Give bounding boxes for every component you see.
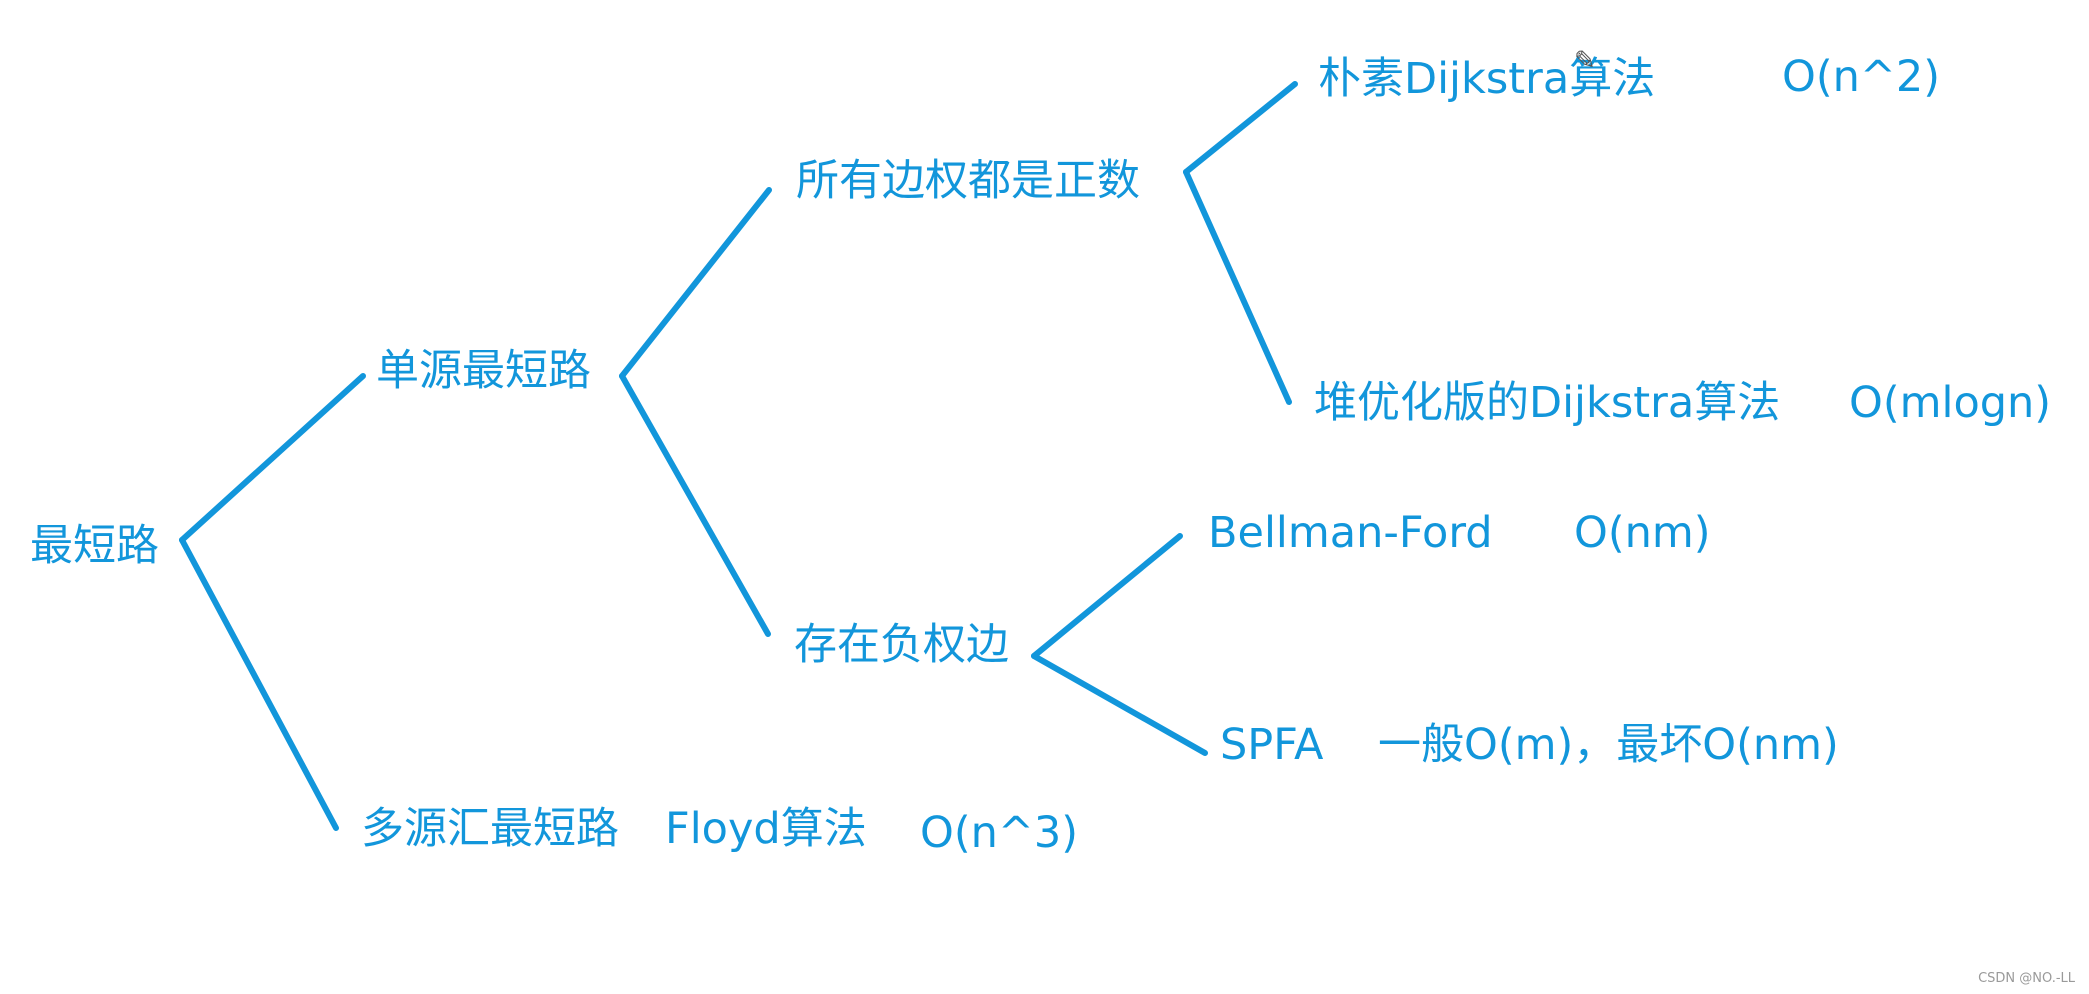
node-spfa: SPFA [1220,720,1324,770]
edge-single-source-to-negative-edges [619,373,771,637]
floyd-complexity: O(n^3) [920,808,1079,858]
node-negative-edges: 存在负权边 [794,620,1009,670]
spfa-complexity: 一般O(m)，最坏O(nm) [1378,720,1839,770]
node-single-source: 单源最短路 [376,346,591,396]
bellman-ford-complexity: O(nm) [1574,508,1711,558]
edge-negative-edges-to-spfa [1031,653,1208,756]
edge-negative-edges-to-bellman-ford [1031,533,1183,659]
edge-all-positive-to-heap-dijkstra [1183,169,1292,405]
edge-root-to-multi-source [179,537,339,831]
node-heap-dijkstra: 堆优化版的Dijkstra算法 [1314,378,1781,428]
watermark: CSDN @NO.-LL [1978,971,2075,986]
edge-root-to-single-source [179,373,366,543]
edge-all-positive-to-naive-dijkstra [1183,81,1298,175]
node-multi-source: 多源汇最短路 [361,804,619,854]
heap-dijkstra-complexity: O(mlogn) [1849,378,2052,428]
node-naive-dijkstra: 朴素Dijkstra算法 [1318,54,1656,104]
node-floyd: Floyd算法 [665,804,867,854]
pencil-icon: ✎ [1574,46,1596,76]
node-shortest-path: 最短路 [30,521,159,571]
node-all-positive: 所有边权都是正数 [796,156,1140,206]
node-bellman-ford: Bellman-Ford [1208,508,1493,558]
edge-single-source-to-all-positive [619,187,772,379]
naive-dijkstra-complexity: O(n^2) [1782,52,1941,102]
